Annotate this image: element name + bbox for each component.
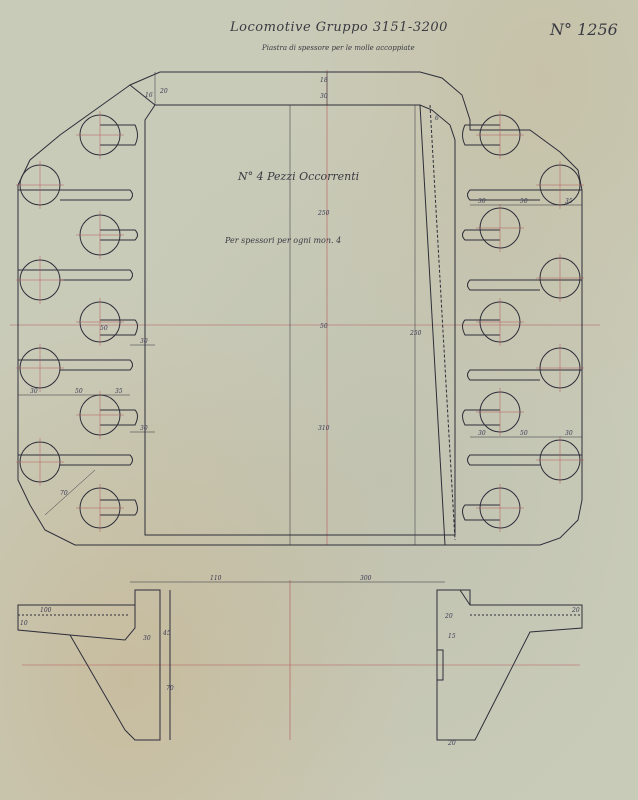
piece-count-label: N° 4 Pezzi Occorrenti <box>238 170 360 183</box>
dim-label: 10 <box>20 620 28 627</box>
left-slots <box>18 124 138 516</box>
drawing-title: Locomotive Gruppo 3151-3200 <box>230 20 448 35</box>
dim-label: 45 <box>162 630 171 637</box>
dim-label: 35 <box>565 198 573 205</box>
dim-label: 50 <box>520 430 528 437</box>
dim-label: 50 <box>320 323 328 330</box>
dim-label: 6 <box>435 115 439 122</box>
dim-label: 16 <box>145 92 153 99</box>
right-slots <box>462 124 582 521</box>
dim-label: 35 <box>115 388 123 395</box>
dim-label: 50 <box>100 325 108 332</box>
section-right <box>436 589 583 741</box>
dim-label: 250 <box>409 330 422 337</box>
dim-label: 20 <box>444 613 453 620</box>
dim-label: 250 <box>317 210 330 217</box>
dim-label: 30 <box>478 198 486 205</box>
drawing-number: N° 1256 <box>550 20 618 39</box>
dim-label: 30 <box>478 430 486 437</box>
dim-label: 30 <box>140 425 148 432</box>
center-lines <box>10 70 600 740</box>
section-left <box>17 589 171 741</box>
dim-label: 70 <box>166 685 174 692</box>
dim-label: 30 <box>140 338 148 345</box>
dim-label: 15 <box>448 633 456 640</box>
dim-label: 70 <box>60 490 68 497</box>
dim-label: 310 <box>318 425 330 432</box>
dim-label: 30 <box>320 93 328 100</box>
dim-label: 110 <box>210 575 222 582</box>
dim-label: 50 <box>520 198 528 205</box>
dim-label: 100 <box>40 607 52 614</box>
plate-outline <box>17 71 583 546</box>
drawing-subtitle: Piastra di spessore per le molle accoppi… <box>262 44 415 52</box>
dim-label: 30 <box>565 430 573 437</box>
dim-label: 18 <box>320 77 328 84</box>
dim-label: 300 <box>360 575 372 582</box>
dim-label: 20 <box>571 607 580 614</box>
bolt-holes <box>16 111 584 532</box>
dimension-labels: 16 20 18 30 250 50 250 310 30 30 30 50 3… <box>20 77 580 747</box>
dim-label: 50 <box>75 388 83 395</box>
dim-label: 20 <box>447 740 456 747</box>
dimension-lines <box>18 72 582 583</box>
dim-label: 20 <box>159 88 168 95</box>
dim-label: 30 <box>143 635 151 642</box>
quantity-note: Per spessori per ogni mon. 4 <box>225 236 342 245</box>
dim-label: 30 <box>30 388 38 395</box>
